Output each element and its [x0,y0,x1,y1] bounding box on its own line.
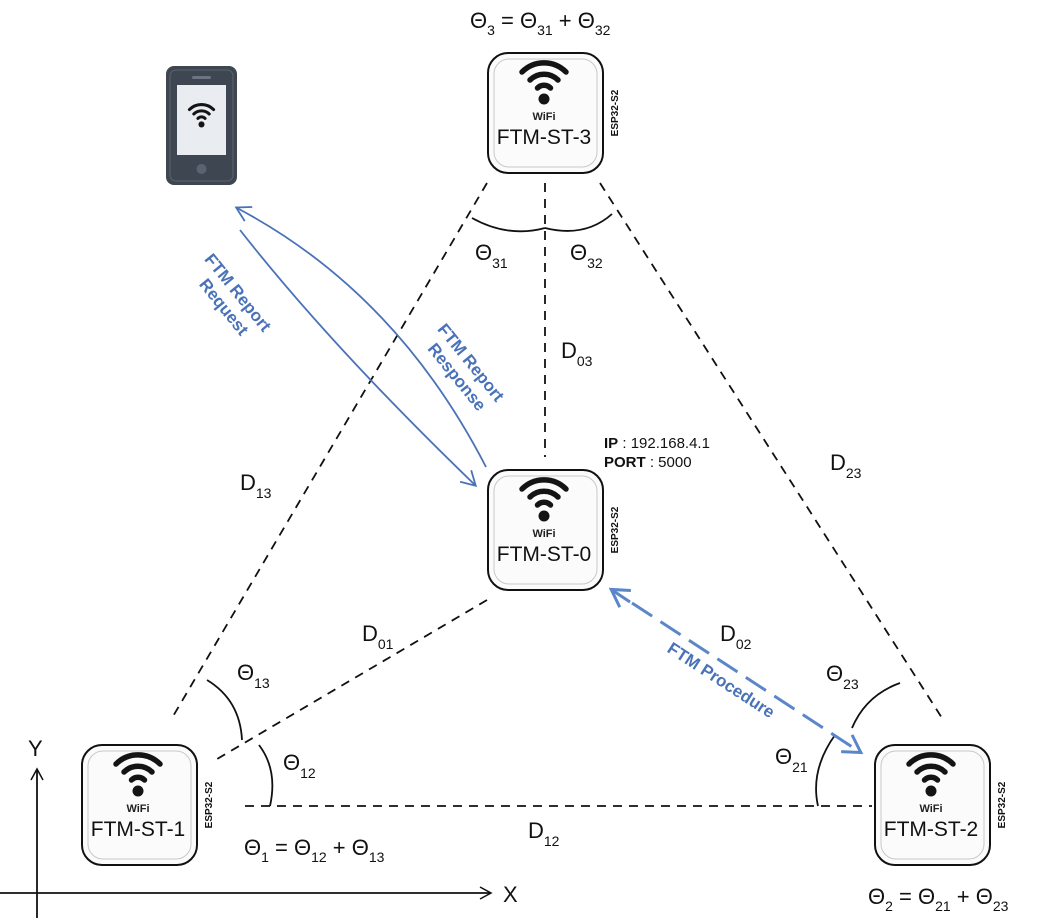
angle-labels: Θ31 Θ32 Θ13 Θ12 Θ23 Θ21 [237,240,859,781]
label-d02: D02 [720,621,752,652]
procedure-arrow [631,601,864,755]
label-theta32: Θ32 [570,240,603,271]
station-ftm-st-0: WiFi FTM-ST-0 ESP32-S2 [487,469,621,591]
station-ftm-st-3: WiFi FTM-ST-3 ESP32-S2 [487,52,621,174]
x-axis-label: X [503,882,518,907]
ftm-procedure: FTM Procedure [608,587,864,755]
arc-theta13 [206,679,243,741]
label-d01: D01 [362,621,394,652]
arc-theta12 [258,744,274,807]
axes: Y X [0,736,518,918]
label-theta31: Θ31 [475,240,508,271]
formula-theta2: Θ2 = Θ21 + Θ23 [868,884,1009,914]
wifi-label: WiFi [532,528,555,540]
arc-theta32 [544,213,613,232]
ip-address: IP : 192.168.4.1 [604,435,710,452]
report-arrows: FTM Report Request FTM Report Response [185,206,511,487]
wifi-label: WiFi [532,111,555,123]
wifi-label: WiFi [919,803,942,815]
formulas: Θ3 = Θ31 + Θ32 Θ1 = Θ12 + Θ13 Θ2 = Θ21 +… [244,8,1009,914]
label-d12: D12 [528,818,560,849]
request-label: FTM Report Request [185,250,278,352]
angle-arcs [206,213,901,807]
label-theta12: Θ12 [283,750,316,781]
station-ftm-st-1: WiFi FTM-ST-1 ESP32-S2 [81,744,215,866]
label-d03: D03 [561,338,593,369]
arc-theta21 [815,734,836,807]
chip-label: ESP32-S2 [610,506,621,553]
formula-theta3: Θ3 = Θ31 + Θ32 [470,8,611,38]
y-axis-label: Y [28,736,43,761]
line-d23 [599,182,943,719]
procedure-arrow-back [608,587,631,608]
label-theta13: Θ13 [237,660,270,691]
node-name: FTM-ST-0 [497,543,592,566]
arc-theta23 [851,682,901,729]
request-arrow [239,229,478,487]
station-ftm-st-2: WiFi FTM-ST-2 ESP32-S2 [874,744,1008,866]
label-theta21: Θ21 [775,744,808,775]
arc-theta31 [471,217,546,233]
response-arrow [234,206,487,468]
formula-theta1: Θ1 = Θ12 + Θ13 [244,835,385,865]
wifi-label: WiFi [126,803,149,815]
label-theta23: Θ23 [826,661,859,692]
procedure-label: FTM Procedure [664,639,778,722]
line-d13 [171,182,488,719]
response-label: FTM Report Response [418,320,511,422]
node-name: FTM-ST-2 [884,818,979,841]
distance-labels: D03 D13 D23 D01 D02 D12 [240,338,862,849]
network-info: IP : 192.168.4.1 PORT : 5000 [604,435,710,471]
chip-label: ESP32-S2 [997,781,1008,828]
node-name: FTM-ST-3 [497,126,592,149]
distance-lines [171,182,943,807]
smartphone-icon [166,66,237,185]
chip-label: ESP32-S2 [204,781,215,828]
label-d23: D23 [830,450,862,481]
node-name: FTM-ST-1 [91,818,186,841]
label-d13: D13 [240,470,272,501]
chip-label: ESP32-S2 [610,89,621,136]
port-number: PORT : 5000 [604,454,692,471]
line-d01 [211,599,488,763]
